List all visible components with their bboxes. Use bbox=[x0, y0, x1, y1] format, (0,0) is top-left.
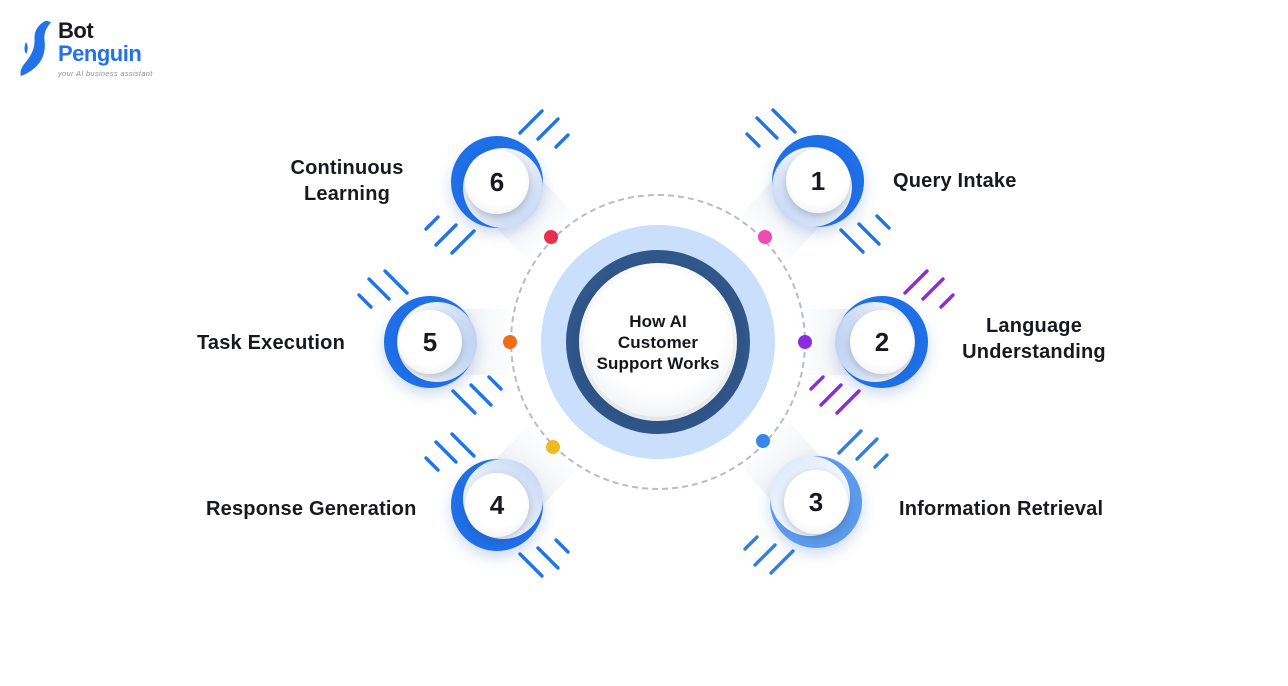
step-inner-circle: 3 bbox=[784, 470, 848, 534]
hash-marks-icon bbox=[745, 108, 891, 254]
step-ring: 4 bbox=[451, 459, 543, 551]
step-inner-circle: 6 bbox=[465, 150, 529, 214]
step-node-language-understanding: 2 bbox=[809, 269, 955, 415]
dot-continuous-learning bbox=[544, 230, 558, 244]
hash-marks-icon bbox=[357, 269, 503, 415]
step-number: 3 bbox=[808, 486, 824, 517]
step-label-query-intake: Query Intake bbox=[893, 170, 1017, 192]
logo-text-penguin: Penguin bbox=[58, 41, 142, 66]
step-ring: 2 bbox=[835, 296, 928, 388]
logo-tagline: your AI business assistant bbox=[58, 69, 153, 78]
step-node-continuous-learning: 6 bbox=[424, 109, 570, 255]
step-inner-circle: 1 bbox=[786, 149, 850, 213]
dot-language-understanding bbox=[798, 335, 812, 349]
hash-marks-icon bbox=[424, 432, 570, 578]
step-label-response-generation: Response Generation bbox=[206, 498, 417, 520]
hash-marks-icon bbox=[743, 429, 889, 575]
center-hub: How AI Customer Support Works bbox=[541, 225, 775, 459]
penguin-icon bbox=[18, 20, 52, 78]
step-number: 5 bbox=[422, 326, 438, 357]
center-hub-inner: How AI Customer Support Works bbox=[583, 267, 733, 417]
step-number: 1 bbox=[810, 165, 826, 196]
step-label-information-retrieval: Information Retrieval bbox=[899, 498, 1104, 520]
diagram-title: How AI Customer Support Works bbox=[596, 311, 720, 373]
step-node-task-execution: 5 bbox=[357, 269, 503, 415]
hash-marks-icon bbox=[424, 109, 570, 255]
step-number: 6 bbox=[489, 166, 505, 197]
step-node-response-generation: 4 bbox=[424, 432, 570, 578]
dot-response-generation bbox=[546, 440, 560, 454]
dot-task-execution bbox=[503, 335, 517, 349]
step-node-information-retrieval: 3 bbox=[743, 429, 889, 575]
step-node-query-intake: 1 bbox=[745, 108, 891, 254]
dot-query-intake bbox=[758, 230, 772, 244]
step-label-task-execution: Task Execution bbox=[196, 332, 345, 354]
step-inner-circle: 5 bbox=[398, 310, 462, 374]
step-number: 2 bbox=[874, 326, 890, 357]
hash-marks-icon bbox=[809, 269, 955, 415]
botpenguin-logo: Bot Penguin your AI business assistant bbox=[18, 20, 153, 78]
step-label-language-understanding: Language Understanding bbox=[962, 315, 1106, 363]
step-inner-circle: 4 bbox=[465, 473, 529, 537]
step-inner-circle: 2 bbox=[850, 310, 914, 374]
step-ring: 3 bbox=[770, 456, 862, 548]
step-label-continuous-learning: Continuous Learning bbox=[290, 157, 404, 205]
step-ring: 1 bbox=[772, 135, 864, 227]
step-ring: 6 bbox=[451, 136, 543, 228]
step-ring: 5 bbox=[384, 296, 477, 388]
dot-information-retrieval bbox=[756, 434, 770, 448]
step-number: 4 bbox=[489, 489, 505, 520]
logo-text-bot: Bot bbox=[58, 18, 94, 43]
